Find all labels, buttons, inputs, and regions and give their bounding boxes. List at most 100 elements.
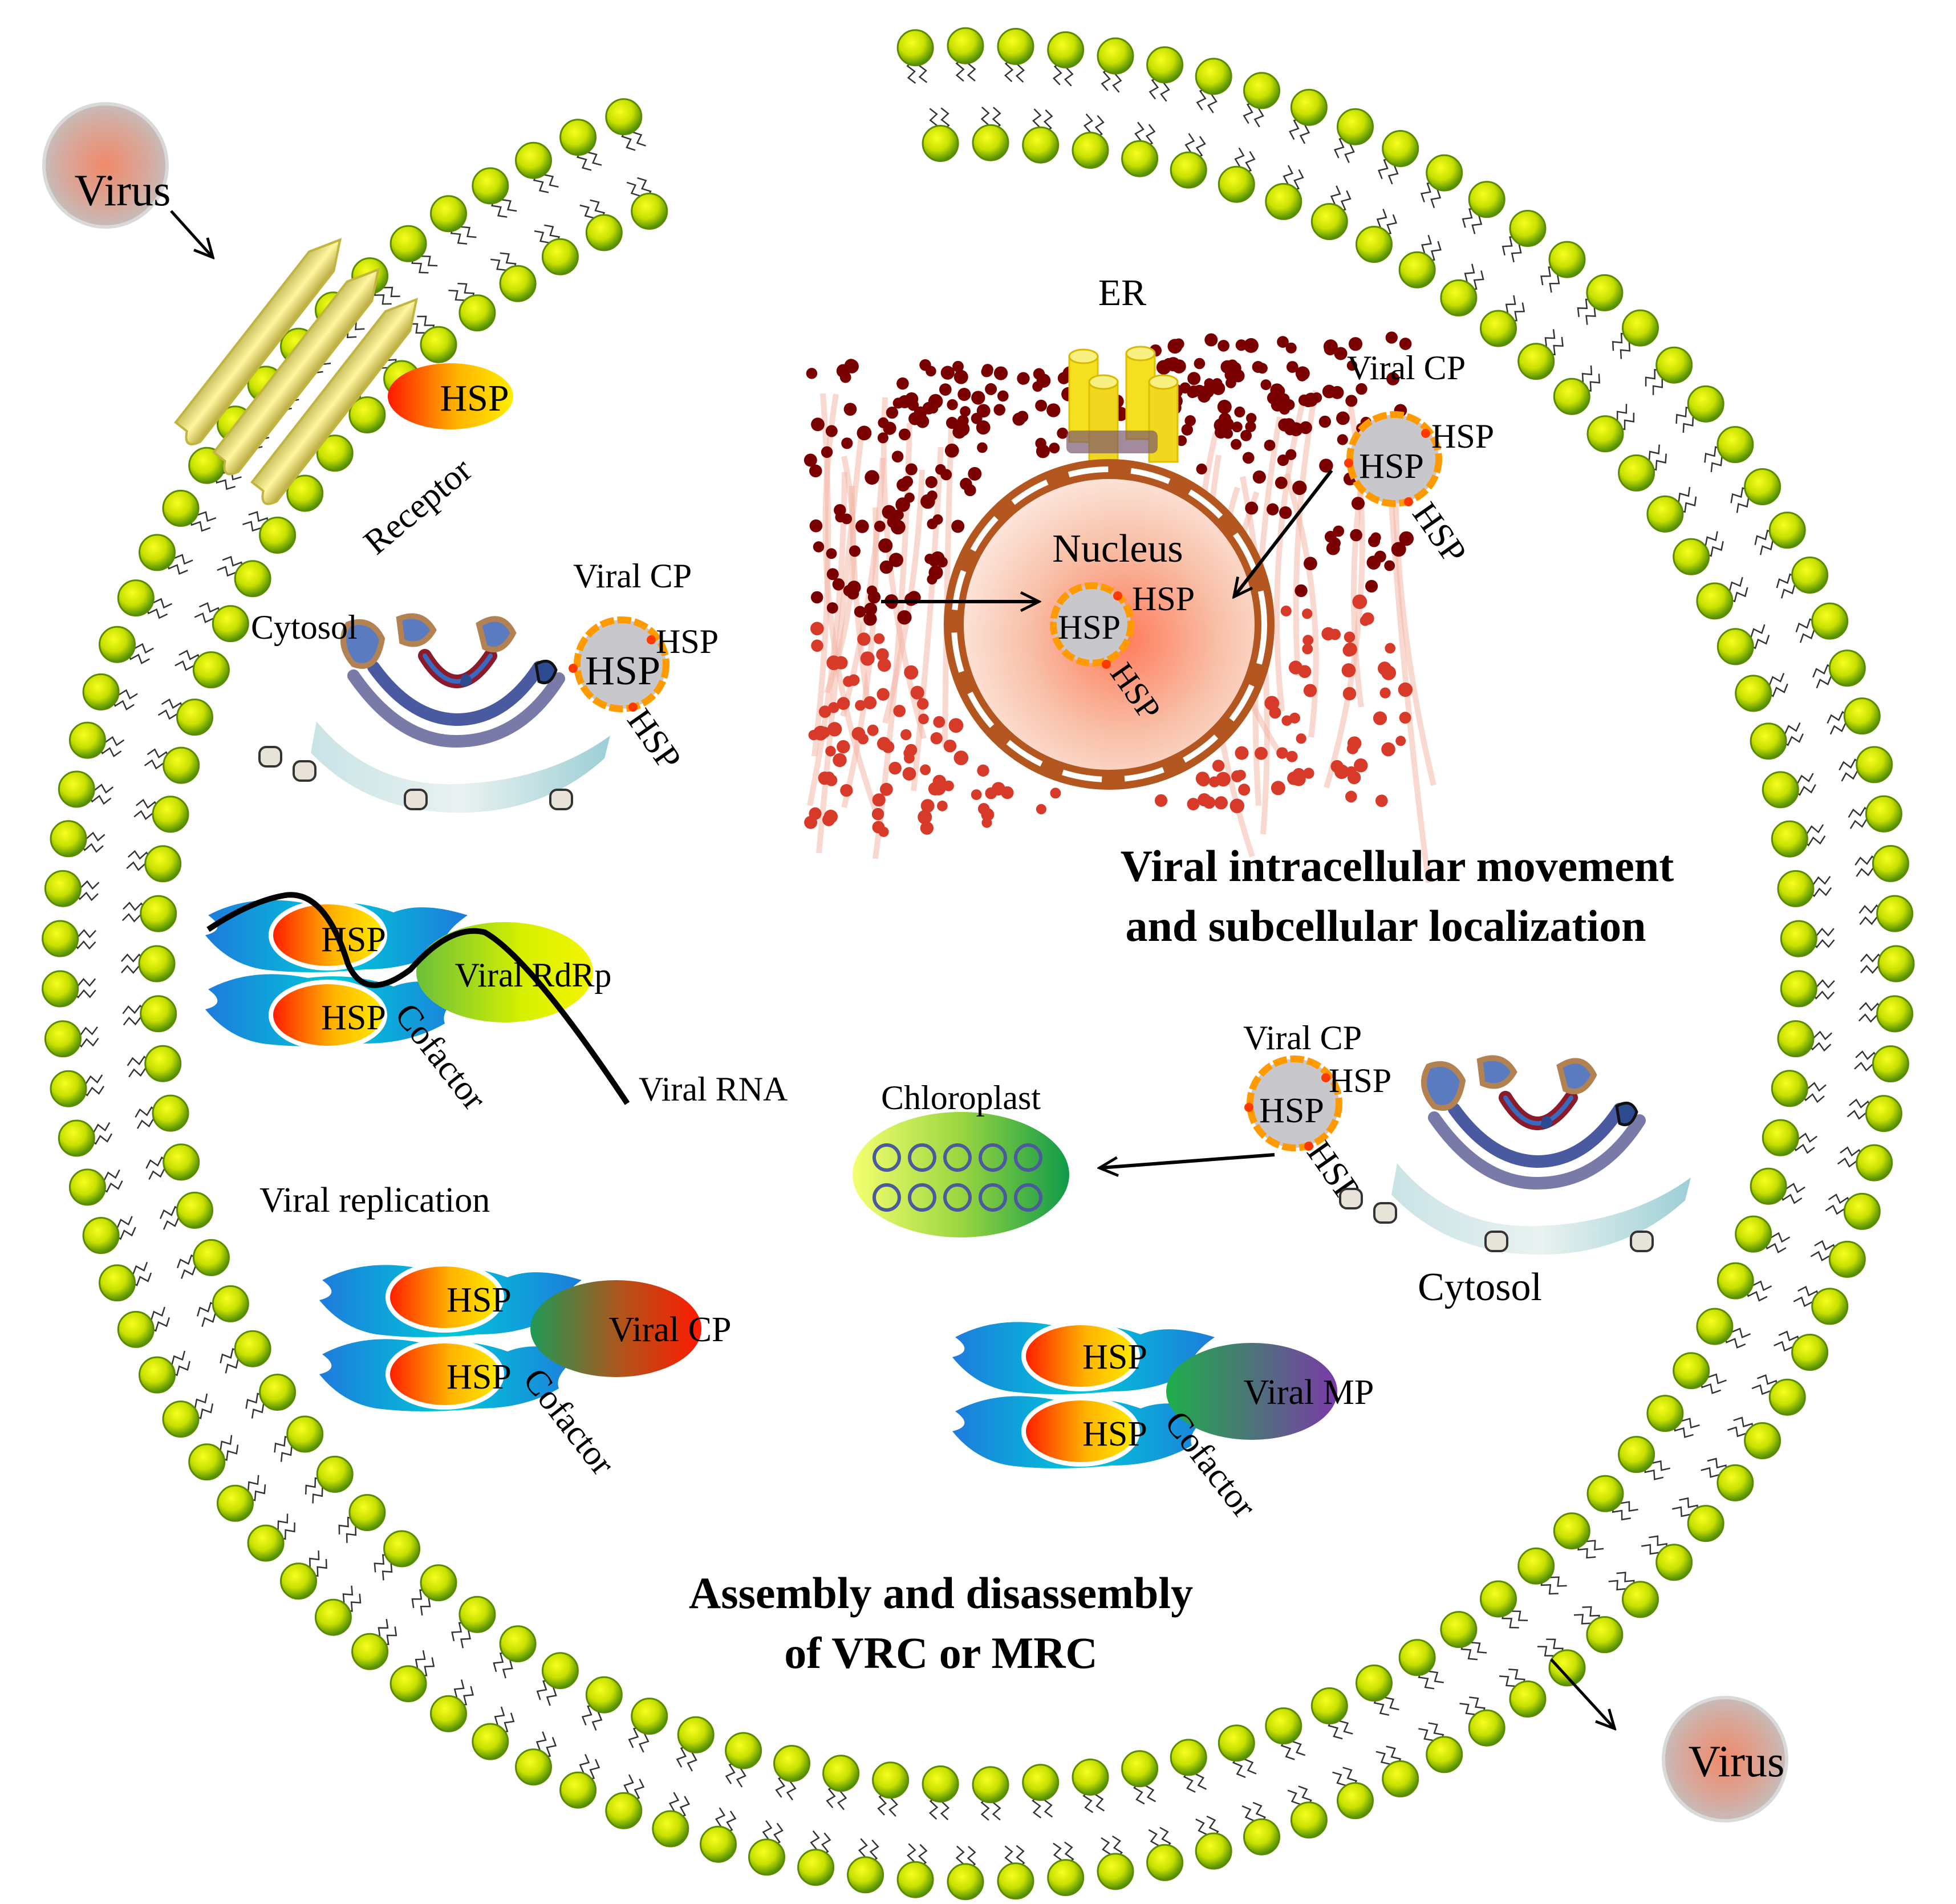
lipid-head-outer xyxy=(1586,274,1624,311)
lipid-head-inner xyxy=(1310,203,1348,240)
lipid-head-inner xyxy=(383,1530,421,1568)
lipid-head-inner xyxy=(1646,1395,1684,1432)
er-ribosome xyxy=(981,364,993,376)
er-ribosome xyxy=(993,366,1008,380)
lipid-head-inner xyxy=(1762,771,1799,809)
er-ribosome xyxy=(1346,742,1359,754)
hsp-label: HSP xyxy=(440,377,509,419)
lipid-head-inner xyxy=(1716,628,1754,665)
er-ribosome xyxy=(1286,361,1298,373)
er-ribosome xyxy=(803,453,817,467)
lipid-head-outer xyxy=(247,1524,285,1562)
er-ribosome xyxy=(940,366,955,380)
lipid-head-inner xyxy=(1771,1070,1808,1107)
er-ribosome xyxy=(947,399,958,411)
er-ribosome xyxy=(818,705,831,718)
hsp-label: HSP xyxy=(1359,447,1424,486)
lipid-head-outer xyxy=(42,920,79,957)
er-ribosome xyxy=(877,658,891,672)
er-ribosome xyxy=(808,730,819,741)
er-ribosome xyxy=(811,417,825,432)
lipid-head-outer xyxy=(82,673,120,711)
er-ribosome xyxy=(818,771,832,785)
er-ribosome xyxy=(933,716,945,728)
lipid-head-inner xyxy=(1673,538,1710,575)
er-ribosome xyxy=(1267,503,1279,515)
er-ribosome xyxy=(1399,531,1414,546)
viral-mp-label: Viral MP xyxy=(1244,1373,1374,1412)
lipid-head-inner xyxy=(1480,310,1517,347)
lipid-head-outer xyxy=(1243,1818,1280,1856)
lipid-head-outer xyxy=(139,1356,176,1394)
lipid-head-inner xyxy=(144,845,182,883)
er-ribosome xyxy=(1156,360,1171,375)
er-ribosome xyxy=(1398,682,1413,697)
viral-cp-label-right: Viral CP xyxy=(1243,1019,1362,1057)
viral-cp-label-er: Viral CP xyxy=(1347,349,1466,387)
lipid-head-outer xyxy=(1337,108,1374,145)
lipid-head-outer xyxy=(1097,1853,1134,1890)
er-ribosome xyxy=(1216,772,1231,787)
er-ribosome xyxy=(960,477,972,490)
lipid-head-outer xyxy=(1426,1736,1463,1773)
lipid-head-inner xyxy=(212,1285,249,1322)
arrow-to-chloroplast xyxy=(1101,1153,1275,1168)
lipid-head-inner xyxy=(192,651,230,689)
er-ribosome xyxy=(810,591,823,604)
chloroplast-granum xyxy=(979,1143,1007,1172)
er-ribosome xyxy=(900,729,912,741)
er-ribosome xyxy=(920,821,934,835)
er-ribosome xyxy=(971,789,982,800)
er-ribosome xyxy=(1342,687,1357,701)
er-ribosome xyxy=(916,698,929,710)
er-ribosome xyxy=(1187,372,1201,385)
er-ribosome xyxy=(1269,707,1281,719)
er-ribosome xyxy=(1288,660,1303,675)
lipid-head-inner xyxy=(316,1455,354,1493)
er-ribosome xyxy=(1346,360,1358,371)
lipid-head-inner xyxy=(1780,920,1817,957)
virus-exit-arrow xyxy=(1550,1658,1614,1728)
lipid-head-outer xyxy=(82,1217,120,1255)
lipid-head-outer xyxy=(50,820,87,858)
cytosol-label-right: Cytosol xyxy=(1418,1265,1542,1309)
er-ribosome xyxy=(930,732,943,745)
er-ribosome xyxy=(1281,715,1292,726)
lipid-head-outer xyxy=(1791,557,1829,594)
er-cisterna xyxy=(816,431,865,854)
er-ribosome xyxy=(1285,449,1297,460)
er-ribosome xyxy=(904,392,919,406)
er-ribosome xyxy=(1198,793,1211,807)
lipid-head-outer xyxy=(1872,1045,1909,1083)
er-ribosome xyxy=(951,519,965,533)
lipid-head-outer xyxy=(1828,649,1866,687)
lipid-head-inner xyxy=(1517,1547,1555,1585)
er-ribosome xyxy=(840,783,853,797)
receptor-label: Receptor xyxy=(356,450,479,562)
lipid-head-outer xyxy=(351,1633,389,1670)
er-ribosome xyxy=(1181,424,1194,436)
er-ribosome xyxy=(916,415,930,428)
lipid-head-outer xyxy=(1290,1801,1328,1839)
lipid-head-inner xyxy=(192,1239,230,1276)
er-ribosome xyxy=(1292,480,1307,496)
lipid-head-inner xyxy=(163,746,200,784)
er-ribosome xyxy=(1386,372,1400,385)
er-ribosome xyxy=(1271,781,1285,795)
lipid-head-inner xyxy=(872,1761,910,1799)
lipid-head-inner xyxy=(420,326,457,363)
er-ribosome xyxy=(809,519,823,533)
er-ribosome xyxy=(1321,627,1335,641)
er-ribosome xyxy=(1345,395,1358,407)
lipid-head-inner xyxy=(631,1698,668,1735)
lipid-head-outer xyxy=(162,1400,200,1438)
cytosol-organelle-left xyxy=(258,613,610,813)
er-ribosome xyxy=(1270,383,1284,397)
er-ribosome xyxy=(898,428,911,441)
lipid-head-outer xyxy=(1195,58,1232,95)
lipid-head-outer xyxy=(1876,995,1914,1033)
lipid-head-inner xyxy=(1750,722,1787,760)
lipid-head-outer xyxy=(68,1168,106,1206)
lipid-head-inner xyxy=(1750,1167,1787,1205)
